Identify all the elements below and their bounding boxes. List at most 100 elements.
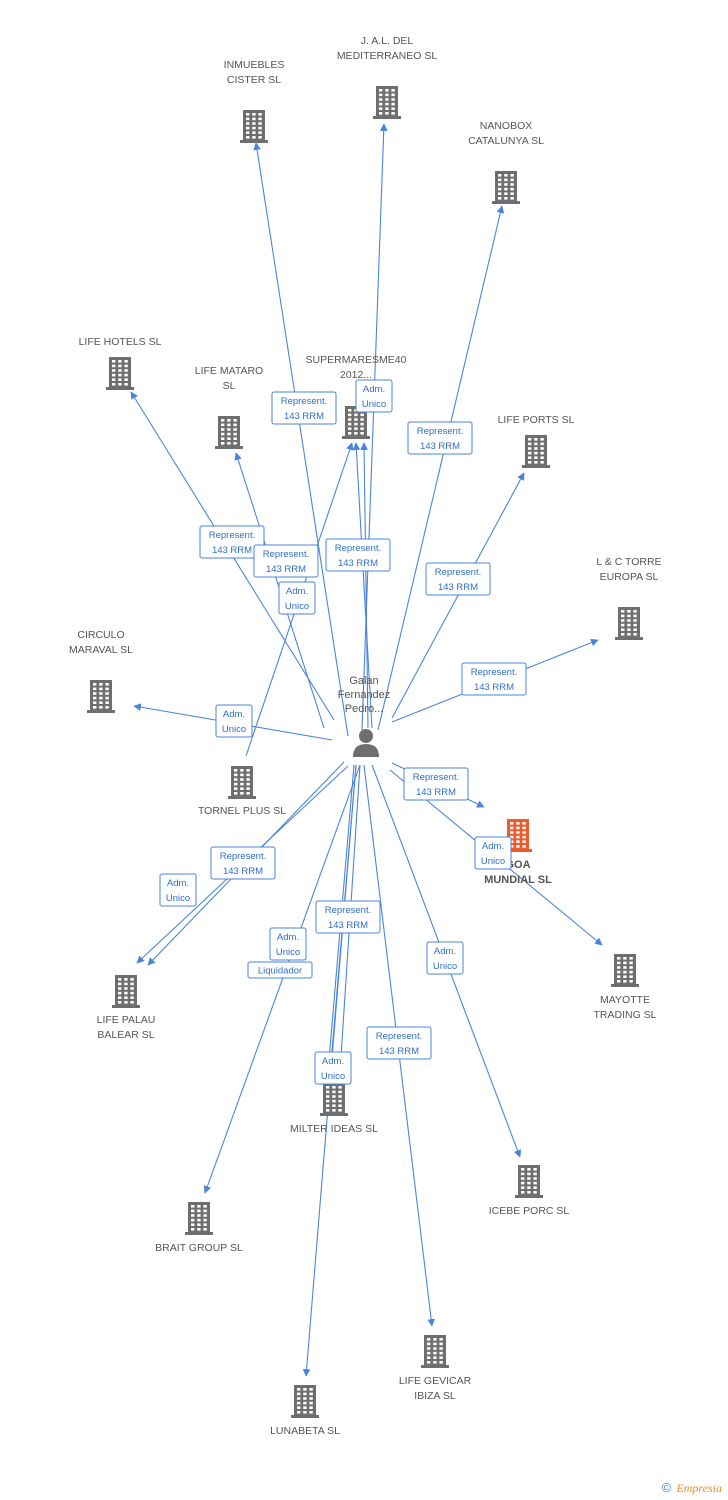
edge-label-supermares[interactable]: Adm.Unico bbox=[355, 379, 393, 413]
footer: © Empresia bbox=[662, 1480, 722, 1496]
company-name: J. A.L. DEL bbox=[361, 35, 414, 47]
edge-label-mayotte[interactable]: Adm.Unico bbox=[474, 836, 512, 870]
edge-label-milter[interactable]: Represent.143 RRM bbox=[315, 900, 381, 934]
building-icon bbox=[504, 819, 532, 852]
company-name: INMUEBLES bbox=[224, 59, 285, 71]
edge-label-box bbox=[355, 379, 393, 413]
company-name: CIRCULO bbox=[77, 629, 124, 641]
edge-label-box bbox=[159, 873, 197, 907]
edge-label-goa[interactable]: Represent.143 RRM bbox=[403, 767, 469, 801]
edge-label-lifemataro[interactable]: Represent. 143 RRM bbox=[253, 544, 319, 578]
company-name: BALEAR SL bbox=[97, 1029, 154, 1041]
edge-label-lifepalau[interactable]: Adm.Unico bbox=[159, 873, 197, 907]
edge-label-inmuebles[interactable]: Represent.143 RRM bbox=[271, 391, 337, 425]
edge-label-text: 143 RRM bbox=[266, 564, 306, 575]
edge-to-jal bbox=[361, 123, 388, 731]
company-name: SUPERMARESME40 bbox=[306, 354, 407, 366]
edge-label-box bbox=[474, 836, 512, 870]
edge-to-supermares bbox=[352, 442, 373, 729]
edge-label-circulo[interactable]: Adm.Unico bbox=[215, 704, 253, 738]
building-icon bbox=[421, 1335, 449, 1368]
edge-label-lunabeta[interactable]: Adm. Unico bbox=[314, 1051, 352, 1085]
company-node-milter[interactable]: MILTER IDEAS SL bbox=[290, 1083, 378, 1135]
company-node-nanobox[interactable]: NANOBOX CATALUNYA SL bbox=[468, 120, 544, 204]
edge-label-text: Represent. bbox=[220, 851, 266, 862]
company-node-lunabeta[interactable]: LUNABETA SL bbox=[270, 1385, 340, 1437]
company-name: NANOBOX bbox=[480, 120, 533, 132]
edge-label-box bbox=[199, 525, 265, 559]
edge-label-milter[interactable]: Liquidador bbox=[247, 961, 313, 979]
building-icon bbox=[515, 1165, 543, 1198]
edge-to-nanobox bbox=[377, 205, 505, 731]
edge-label-nanobox[interactable]: Represent.143 RRM bbox=[407, 421, 473, 455]
edge-label-text: 143 RRM bbox=[284, 411, 324, 422]
company-node-brait[interactable]: BRAIT GROUP SL bbox=[155, 1202, 243, 1254]
company-name: LIFE HOTELS SL bbox=[79, 336, 162, 348]
edge-label-box bbox=[325, 538, 391, 572]
edge-label-icebe[interactable]: Adm.Unico bbox=[426, 941, 464, 975]
edge-label-lctorre[interactable]: Represent.143 RRM bbox=[461, 662, 527, 696]
edge-label-text: Adm. bbox=[322, 1056, 344, 1067]
person-node[interactable]: GalanFernandezPedro... bbox=[338, 675, 391, 757]
edge-label-text: Unico bbox=[433, 961, 457, 972]
edge-label-milter[interactable]: Adm.Unico bbox=[269, 927, 307, 961]
edge-label-lifeports[interactable]: Represent. 143 RRM bbox=[425, 562, 491, 596]
company-name: LIFE MATARO bbox=[195, 365, 263, 377]
edge-label-text: Adm. bbox=[286, 586, 308, 597]
edge-label-text: 143 RRM bbox=[379, 1046, 419, 1057]
edge-label-supermares[interactable]: Adm.Unico bbox=[278, 581, 316, 615]
company-name: CISTER SL bbox=[227, 74, 281, 86]
edge-label-text: Represent. bbox=[335, 543, 381, 554]
building-icon bbox=[215, 416, 243, 449]
company-name: ICEBE PORC SL bbox=[489, 1205, 570, 1217]
edge-label-text: 143 RRM bbox=[416, 787, 456, 798]
company-node-inmuebles[interactable]: INMUEBLES CISTER SL bbox=[224, 59, 285, 143]
company-node-icebe[interactable]: ICEBE PORC SL bbox=[489, 1165, 570, 1217]
company-node-tornel[interactable]: TORNEL PLUS SL bbox=[198, 766, 286, 817]
edge-label-box bbox=[314, 1051, 352, 1085]
edge-label-supermares[interactable]: Represent.143 RRM bbox=[325, 538, 391, 572]
company-name: LUNABETA SL bbox=[270, 1425, 340, 1437]
building-icon bbox=[240, 110, 268, 143]
edge-label-text: Adm. bbox=[363, 384, 385, 395]
edge-label-lifepalau[interactable]: Represent. 143 RRM bbox=[210, 846, 276, 880]
edge-label-box bbox=[269, 927, 307, 961]
company-name: LIFE PALAU bbox=[97, 1014, 156, 1026]
company-node-lifeports[interactable]: LIFE PORTS SL bbox=[498, 414, 575, 468]
edge-label-box bbox=[315, 900, 381, 934]
person-name: Fernandez bbox=[338, 689, 391, 701]
edge-label-box bbox=[425, 562, 491, 596]
edge-label-text: Unico bbox=[321, 1071, 345, 1082]
building-icon bbox=[320, 1083, 348, 1116]
person-name: Galan bbox=[349, 675, 378, 687]
brand-logo[interactable]: Empresia bbox=[676, 1481, 722, 1495]
edge-label-text: Represent. bbox=[376, 1031, 422, 1042]
edge-label-text: Represent. bbox=[435, 567, 481, 578]
company-node-lifehotels[interactable]: LIFE HOTELS SL bbox=[79, 336, 162, 390]
edge-label-text: Unico bbox=[276, 947, 300, 958]
edge-label-text: 143 RRM bbox=[438, 582, 478, 593]
edge-to-inmuebles bbox=[253, 142, 349, 737]
edge-label-text: Represent. bbox=[263, 549, 309, 560]
edge-label-text: Represent. bbox=[209, 530, 255, 541]
copyright-icon: © bbox=[661, 1480, 672, 1495]
building-icon bbox=[106, 357, 134, 390]
building-icon bbox=[611, 954, 639, 987]
building-icon bbox=[291, 1385, 319, 1418]
company-name: CATALUNYA SL bbox=[468, 135, 544, 147]
edge-label-lifehotels[interactable]: Represent.143 RRM bbox=[199, 525, 265, 559]
edge-label-text: 143 RRM bbox=[223, 866, 263, 877]
edge-label-text: Adm. bbox=[482, 841, 504, 852]
company-node-lifepalau[interactable]: LIFE PALAU BALEAR SL bbox=[97, 975, 156, 1041]
edge-label-lifegevicar[interactable]: Represent. 143 RRM bbox=[366, 1026, 432, 1060]
company-name: MUNDIAL SL bbox=[484, 874, 552, 886]
company-node-supermares[interactable]: SUPERMARESME402012... bbox=[306, 354, 407, 439]
